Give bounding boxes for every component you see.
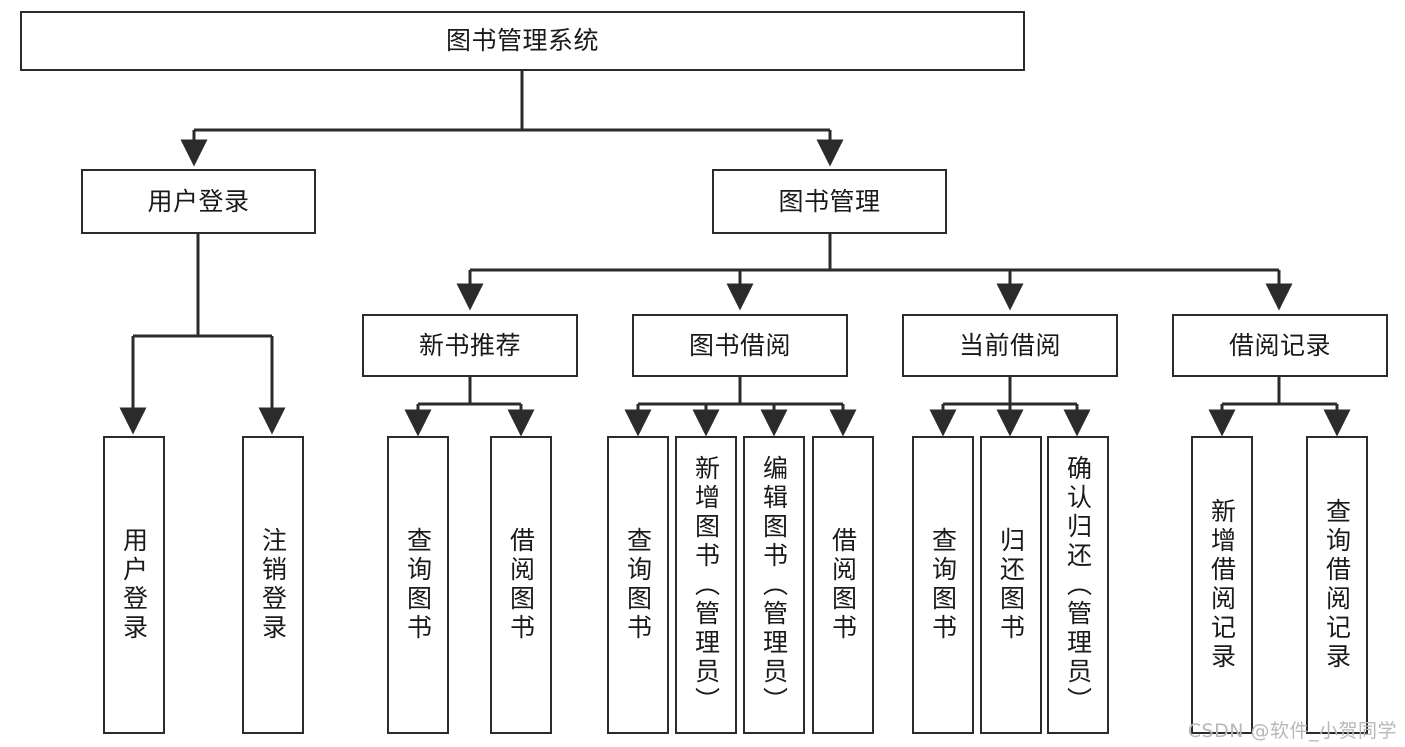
node-leaf-edit-book-label: 编辑图书（管理员） xyxy=(759,454,789,716)
node-leaf-return-book-label: 归还图书 xyxy=(996,527,1026,643)
node-root[interactable]: 图书管理系统 xyxy=(20,11,1025,71)
node-leaf-borrow-book-1-label: 借阅图书 xyxy=(506,527,536,643)
node-root-label: 图书管理系统 xyxy=(445,26,599,55)
node-leaf-borrow-book-2-label: 借阅图书 xyxy=(828,527,858,643)
node-book-borrow-label: 图书借阅 xyxy=(688,330,791,360)
node-leaf-return-book[interactable]: 归还图书 xyxy=(980,436,1042,734)
node-leaf-query-book-3-label: 查询图书 xyxy=(928,527,958,643)
node-current-borrow[interactable]: 当前借阅 xyxy=(902,314,1118,377)
node-book-manage-label: 图书管理 xyxy=(778,186,881,216)
node-borrow-record[interactable]: 借阅记录 xyxy=(1172,314,1388,377)
node-leaf-confirm-return[interactable]: 确认归还（管理员） xyxy=(1047,436,1109,734)
node-user-login-label: 用户登录 xyxy=(147,186,250,216)
node-leaf-add-book[interactable]: 新增图书（管理员） xyxy=(675,436,737,734)
node-leaf-query-book-3[interactable]: 查询图书 xyxy=(912,436,974,734)
node-leaf-user-login-label: 用户登录 xyxy=(119,527,149,643)
node-new-book-rec[interactable]: 新书推荐 xyxy=(362,314,578,377)
node-leaf-add-book-label: 新增图书（管理员） xyxy=(691,454,721,716)
node-book-borrow[interactable]: 图书借阅 xyxy=(632,314,848,377)
node-leaf-confirm-return-label: 确认归还（管理员） xyxy=(1063,454,1093,716)
node-leaf-user-login[interactable]: 用户登录 xyxy=(103,436,165,734)
node-borrow-record-label: 借阅记录 xyxy=(1228,330,1331,360)
node-leaf-add-record-label: 新增借阅记录 xyxy=(1207,498,1237,672)
node-user-login[interactable]: 用户登录 xyxy=(81,169,316,234)
node-book-manage[interactable]: 图书管理 xyxy=(712,169,947,234)
node-leaf-add-record[interactable]: 新增借阅记录 xyxy=(1191,436,1253,734)
node-leaf-borrow-book-2[interactable]: 借阅图书 xyxy=(812,436,874,734)
node-leaf-query-record[interactable]: 查询借阅记录 xyxy=(1306,436,1368,734)
node-leaf-query-book-1[interactable]: 查询图书 xyxy=(387,436,449,734)
node-new-book-rec-label: 新书推荐 xyxy=(418,330,521,360)
node-leaf-logout[interactable]: 注销登录 xyxy=(242,436,304,734)
node-leaf-query-book-2[interactable]: 查询图书 xyxy=(607,436,669,734)
watermark-text: CSDN @软件_小贺同学 xyxy=(1187,720,1397,742)
node-leaf-logout-label: 注销登录 xyxy=(258,527,288,643)
node-leaf-borrow-book-1[interactable]: 借阅图书 xyxy=(490,436,552,734)
node-current-borrow-label: 当前借阅 xyxy=(958,330,1061,360)
node-leaf-query-record-label: 查询借阅记录 xyxy=(1322,498,1352,672)
node-leaf-edit-book[interactable]: 编辑图书（管理员） xyxy=(743,436,805,734)
node-leaf-query-book-1-label: 查询图书 xyxy=(403,527,433,643)
node-leaf-query-book-2-label: 查询图书 xyxy=(623,527,653,643)
